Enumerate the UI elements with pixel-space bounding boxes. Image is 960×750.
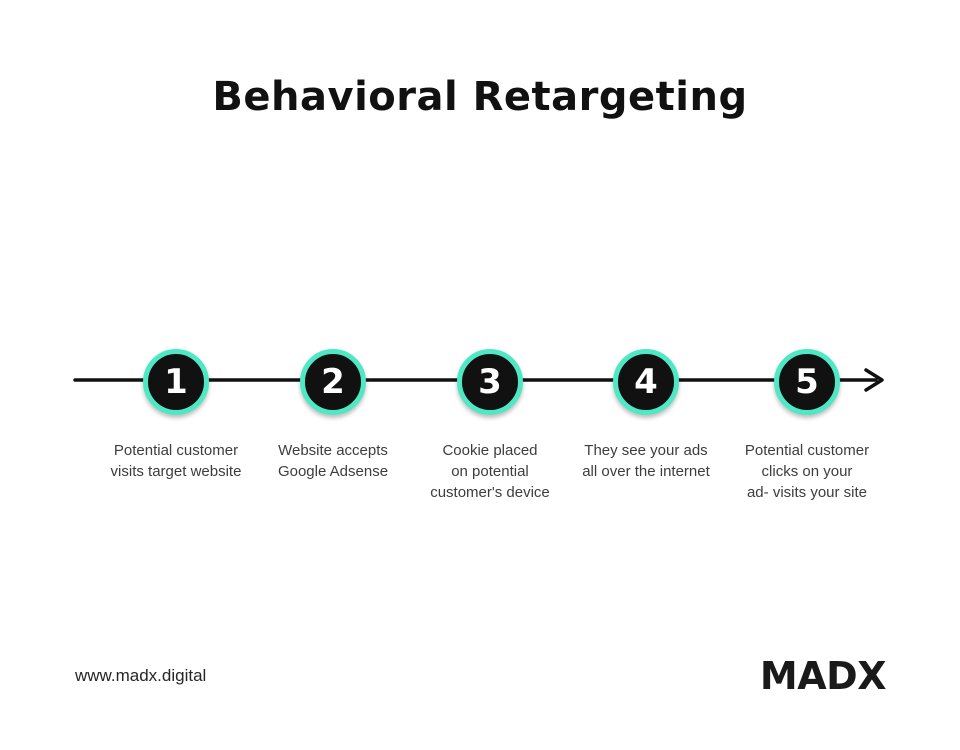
step-caption: Website accepts Google Adsense — [277, 442, 389, 480]
step-circle: 4 — [613, 349, 679, 415]
step-number: 2 — [321, 362, 345, 402]
step-caption: Cookie placed on potential customer's de… — [430, 442, 550, 501]
step-caption: Potential customer visits target website — [110, 442, 242, 480]
step-number: 5 — [795, 362, 819, 402]
timeline-step-2: 2 Website accepts Google Adsense — [243, 349, 423, 482]
step-number: 1 — [164, 362, 188, 402]
step-caption: They see your ads all over the internet — [582, 442, 710, 480]
timeline-step-4: 4 They see your ads all over the interne… — [556, 349, 736, 482]
timeline-step-3: 3 Cookie placed on potential customer's … — [400, 349, 580, 503]
madx-logo: MADX — [759, 654, 887, 698]
timeline-step-1: 1 Potential customer visits target websi… — [86, 349, 266, 482]
footer-website-url: www.madx.digital — [75, 666, 207, 685]
step-caption: Potential customer clicks on your ad- vi… — [744, 442, 870, 501]
step-number: 3 — [478, 362, 502, 402]
page-title: Behavioral Retargeting — [212, 74, 748, 120]
step-circle: 2 — [300, 349, 366, 415]
step-number: 4 — [634, 362, 658, 402]
timeline-step-5: 5 Potential customer clicks on your ad- … — [717, 349, 897, 503]
step-circle: 5 — [774, 349, 840, 415]
step-circle: 3 — [457, 349, 523, 415]
step-circle: 1 — [143, 349, 209, 415]
